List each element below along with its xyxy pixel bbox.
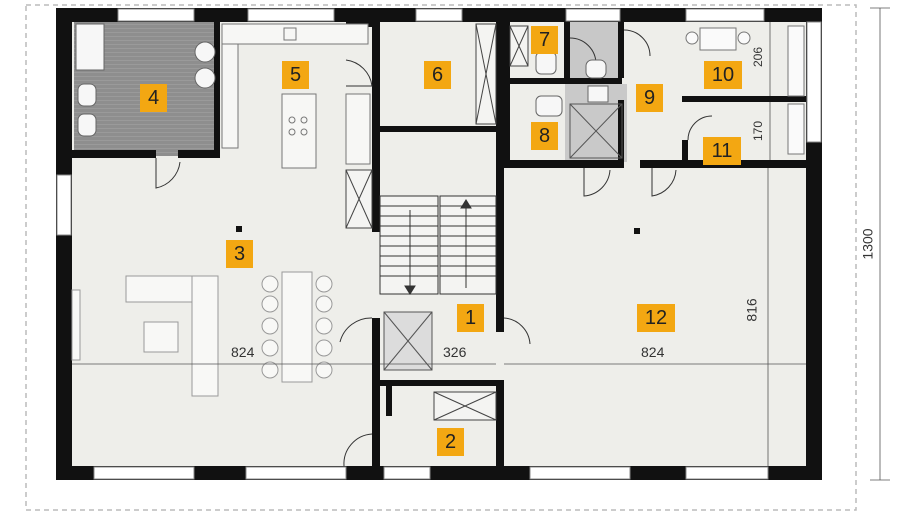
dining-table-10 [685,25,805,155]
dimension-lines [72,7,890,481]
room-label-2: 2 [437,428,464,456]
room-label-3: 3 [226,240,253,268]
living-furniture [71,271,333,397]
interior-walls [72,22,806,466]
shafts [345,23,529,421]
plot-boundary [25,4,857,511]
room-label-7: 7 [531,26,558,54]
room-label-10: 10 [704,61,742,89]
windows [56,8,822,480]
dimension-height-room10: 206 [751,46,766,68]
column-marker [634,228,640,234]
room-label-9: 9 [636,84,663,112]
room-label-4: 4 [140,84,167,112]
staircase [379,195,497,295]
dimension-width-right: 824 [641,344,665,360]
room-label-6: 6 [424,61,451,89]
bathroom-fixtures [75,23,609,137]
column-marker [236,226,242,232]
room-label-11: 11 [703,137,741,165]
room-label-1: 1 [457,304,484,332]
dimension-width-stair: 326 [443,344,467,360]
dimension-height-room11: 170 [751,120,766,142]
room-label-8: 8 [531,122,558,150]
dimension-height-total: 1300 [859,228,876,260]
stair-lift [383,311,433,371]
room-label-5: 5 [282,61,309,89]
lift-platform-8 [569,103,623,159]
dimension-width-left: 824 [231,344,255,360]
room-label-12: 12 [637,304,675,332]
dimension-height-room12: 816 [743,298,760,322]
kitchen-units [221,23,371,169]
